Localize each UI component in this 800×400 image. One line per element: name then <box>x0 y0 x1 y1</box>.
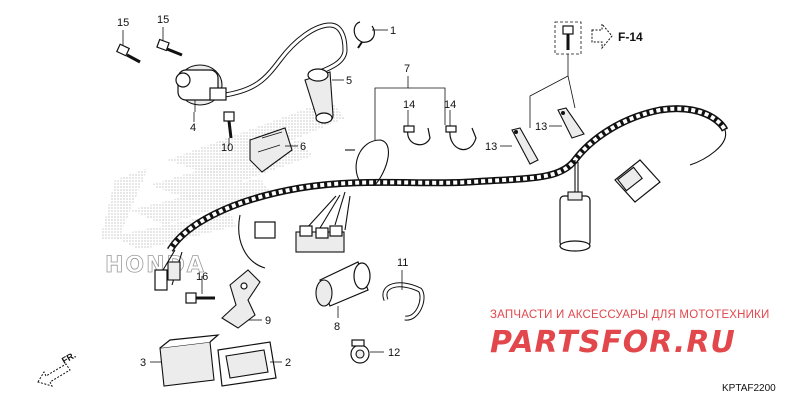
harness-connector-left <box>154 261 181 291</box>
callout-9: 9 <box>265 315 271 327</box>
reference-f14-label: F-14 <box>618 30 643 44</box>
leader-lines <box>122 27 576 363</box>
diagram-code: KPTAF2200 <box>722 383 776 394</box>
harness-connector-right <box>614 159 661 203</box>
callout-10: 10 <box>221 142 233 154</box>
honda-wing-logo: HONDA <box>100 100 345 278</box>
wire-harness-main <box>159 105 729 286</box>
callout-3: 3 <box>140 357 146 369</box>
callout-11: 11 <box>397 257 408 269</box>
cover-3 <box>159 334 220 387</box>
callout-1: 1 <box>390 25 396 37</box>
callout-14a: 14 <box>403 99 415 111</box>
bracket-9 <box>221 269 261 329</box>
capacitor <box>559 191 591 252</box>
callout-13a: 13 <box>485 141 497 153</box>
ignition-coil-cable <box>224 22 348 98</box>
callout-15b: 15 <box>157 14 169 26</box>
spark-plug-cap <box>304 68 334 124</box>
clamp-12 <box>350 339 370 364</box>
watermark-tagline: ЗАПЧАСТИ И АКСЕССУАРЫ ДЛЯ МОТОТЕХНИКИ <box>490 309 770 321</box>
callout-2: 2 <box>285 357 291 369</box>
callout-7: 7 <box>404 63 410 75</box>
front-direction-arrow-icon <box>37 363 71 387</box>
f14-reference-arrow <box>591 22 613 50</box>
ignition-coil <box>175 64 227 112</box>
bolt-16 <box>185 292 215 304</box>
band-11 <box>382 282 425 321</box>
callout-15a: 15 <box>117 17 129 29</box>
clamp-14a <box>403 125 431 146</box>
bolt-15a <box>115 43 141 64</box>
callout-4: 4 <box>190 122 196 134</box>
bolt-f14 <box>554 21 582 55</box>
harness-connector-cluster <box>254 221 345 253</box>
callout-12: 12 <box>388 347 400 359</box>
watermark-site: PARTSFOR.RU <box>490 325 736 360</box>
callout-16: 16 <box>196 271 208 283</box>
front-direction-label: FR. <box>60 350 78 366</box>
clip-1 <box>353 21 375 49</box>
callout-14b: 14 <box>444 99 456 111</box>
callout-6: 6 <box>300 141 306 153</box>
rubber-sleeve-8 <box>315 261 371 307</box>
bolt-15b <box>156 38 183 57</box>
clip-13b <box>557 107 585 139</box>
clamp-14b <box>445 125 477 151</box>
callout-13b: 13 <box>535 121 547 133</box>
clip-13a <box>511 127 539 165</box>
cover-2 <box>217 341 277 387</box>
bolt-10 <box>223 111 235 139</box>
cdi-unit-6 <box>249 127 293 173</box>
callout-5: 5 <box>346 75 352 87</box>
callout-8: 8 <box>334 321 340 333</box>
